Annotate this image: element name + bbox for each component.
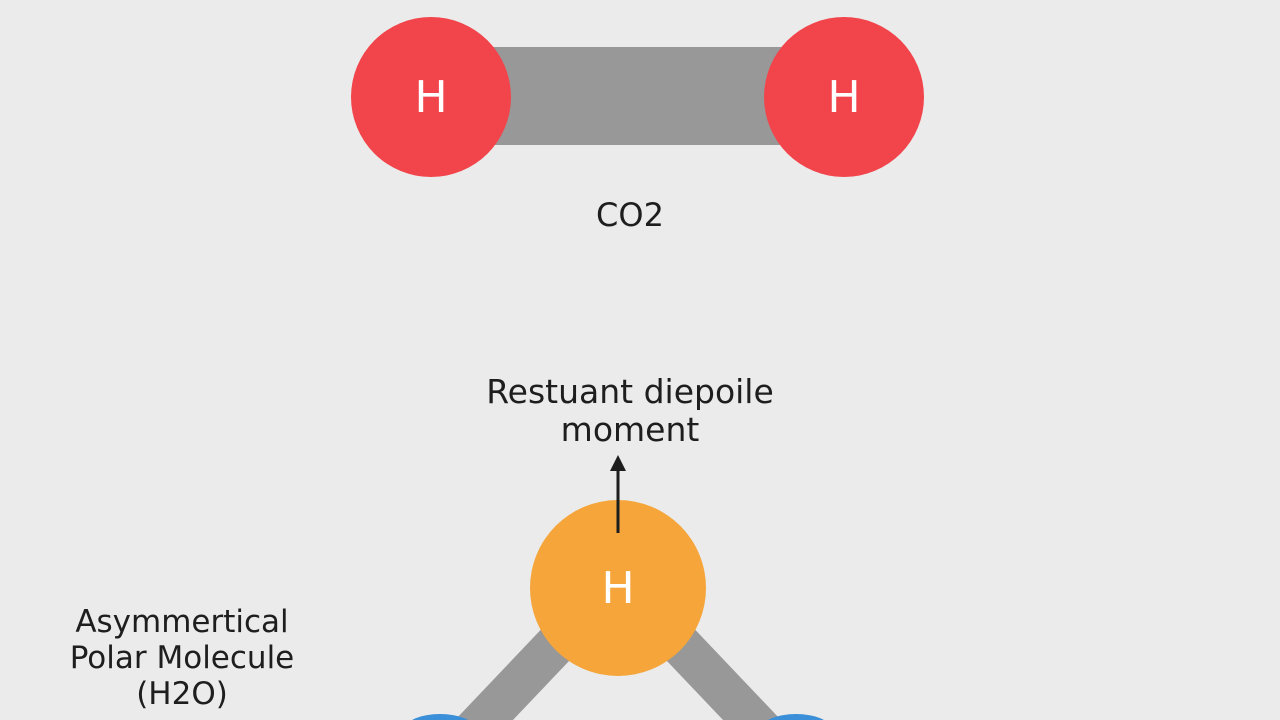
bottom-center-atom-label: H [601, 562, 635, 614]
bottom-center-atom [530, 500, 706, 676]
bottom-left-bond [455, 625, 576, 720]
top-left-atom-label: H [414, 71, 448, 123]
dipole-moment-label: Restuant diepoile moment [440, 373, 820, 449]
asymmetrical-molecule-label: Asymmertical Polar Molecule (H2O) [30, 604, 334, 712]
top-bond [470, 47, 810, 145]
bottom-left-atom [412, 714, 468, 720]
top-right-atom-label: H [827, 71, 861, 123]
dipole-label-line-1: Restuant diepoile [486, 372, 774, 411]
bottom-center-atom-label-box: H [530, 500, 706, 676]
top-molecule-caption: CO2 [596, 196, 664, 234]
dipole-label-line-2: moment [560, 410, 700, 449]
top-left-atom: H [351, 17, 511, 177]
bottom-right-bond [660, 625, 781, 720]
top-right-atom: H [764, 17, 924, 177]
dipole-arrow-head-icon [610, 455, 626, 471]
side-label-line-1: Asymmertical [75, 604, 289, 640]
side-label-line-2: Polar Molecule [69, 640, 295, 676]
bottom-right-atom [768, 714, 824, 720]
side-label-line-3: (H2O) [136, 676, 228, 712]
